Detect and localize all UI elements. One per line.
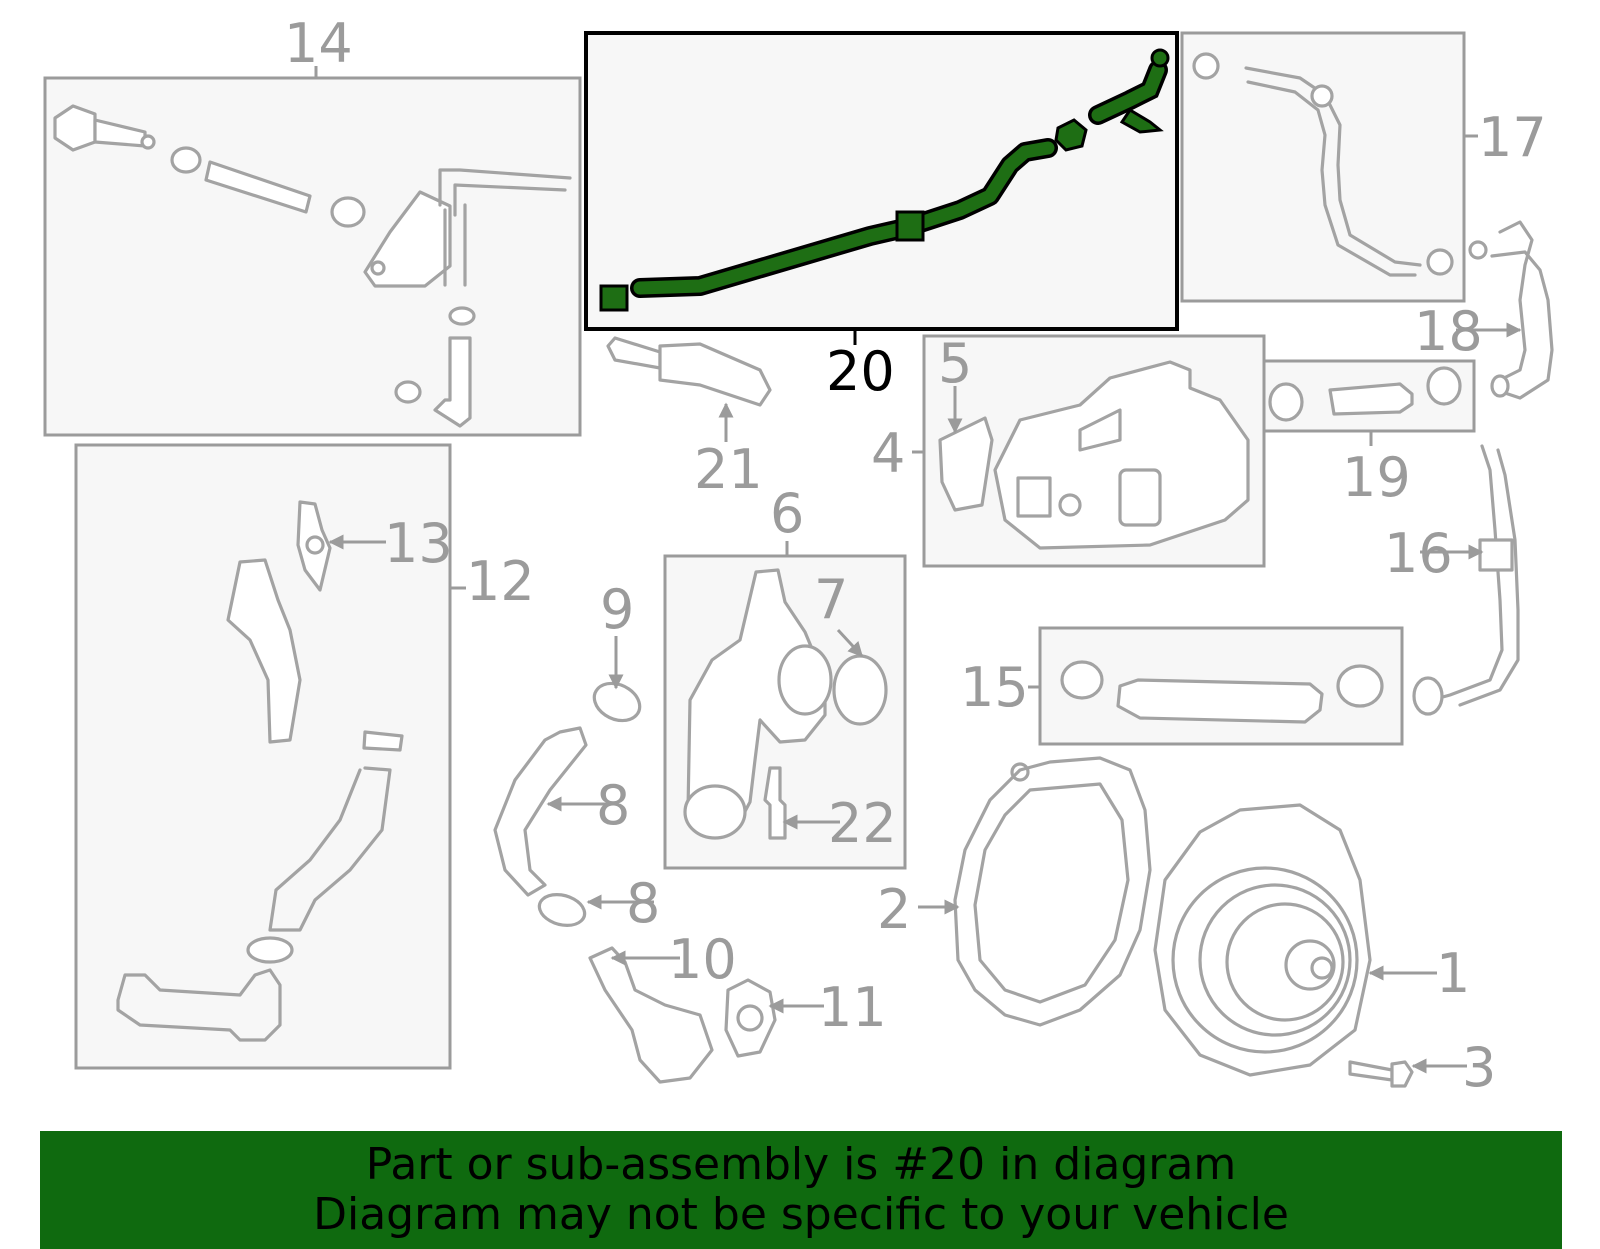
part-21 <box>606 336 772 407</box>
group-4-parts <box>938 360 1250 550</box>
callout-9: 9 <box>600 578 634 641</box>
callout-20: 20 <box>826 340 895 403</box>
group-14-box <box>43 66 582 437</box>
callout-14: 14 <box>284 12 353 75</box>
callout-19: 19 <box>1342 446 1411 509</box>
group-6-parts <box>683 568 888 840</box>
callout-3: 3 <box>1462 1036 1496 1099</box>
callout-2: 2 <box>877 878 911 941</box>
group-18-parts <box>1468 220 1554 400</box>
group-20-box <box>584 31 1179 345</box>
parts-8-9-10-11 <box>493 681 777 1084</box>
callout-labels: 1 2 3 4 5 6 7 8 8 9 10 11 12 13 14 15 16… <box>284 12 1547 1099</box>
callout-17: 17 <box>1478 106 1547 169</box>
group-16-parts <box>1412 444 1520 716</box>
banner-line-1: Part or sub-assembly is #20 in diagram <box>365 1139 1237 1190</box>
callout-10: 10 <box>668 928 737 991</box>
group-12-box <box>74 443 466 1070</box>
callout-5: 5 <box>938 332 972 395</box>
callout-18: 18 <box>1414 300 1483 363</box>
callout-7: 7 <box>814 568 848 631</box>
callout-16: 16 <box>1384 522 1453 585</box>
callout-22: 22 <box>828 792 897 855</box>
info-banner: Part or sub-assembly is #20 in diagram D… <box>40 1131 1562 1249</box>
callout-15: 15 <box>960 656 1029 719</box>
callout-8-upper: 8 <box>596 774 630 837</box>
part-1-water-pump <box>1153 803 1372 1077</box>
group-14-parts <box>53 104 572 428</box>
callout-6: 6 <box>770 482 804 545</box>
callout-1: 1 <box>1436 942 1470 1005</box>
group-19-parts <box>1268 366 1462 422</box>
part-2-gasket <box>953 756 1152 1027</box>
callout-8-lower: 8 <box>626 872 660 935</box>
group-12-parts <box>116 500 404 1042</box>
callout-arrows <box>328 322 1522 1074</box>
highlighted-part-20 <box>599 48 1170 312</box>
callout-21: 21 <box>694 438 763 501</box>
callout-12: 12 <box>466 550 535 613</box>
part-3-bolt <box>1348 1060 1414 1088</box>
callout-4: 4 <box>871 422 905 485</box>
group-15-parts <box>1060 660 1384 724</box>
callout-13: 13 <box>384 512 453 575</box>
group-17-parts <box>1192 52 1454 277</box>
banner-line-2: Diagram may not be specific to your vehi… <box>313 1189 1289 1240</box>
callout-11: 11 <box>818 976 887 1039</box>
